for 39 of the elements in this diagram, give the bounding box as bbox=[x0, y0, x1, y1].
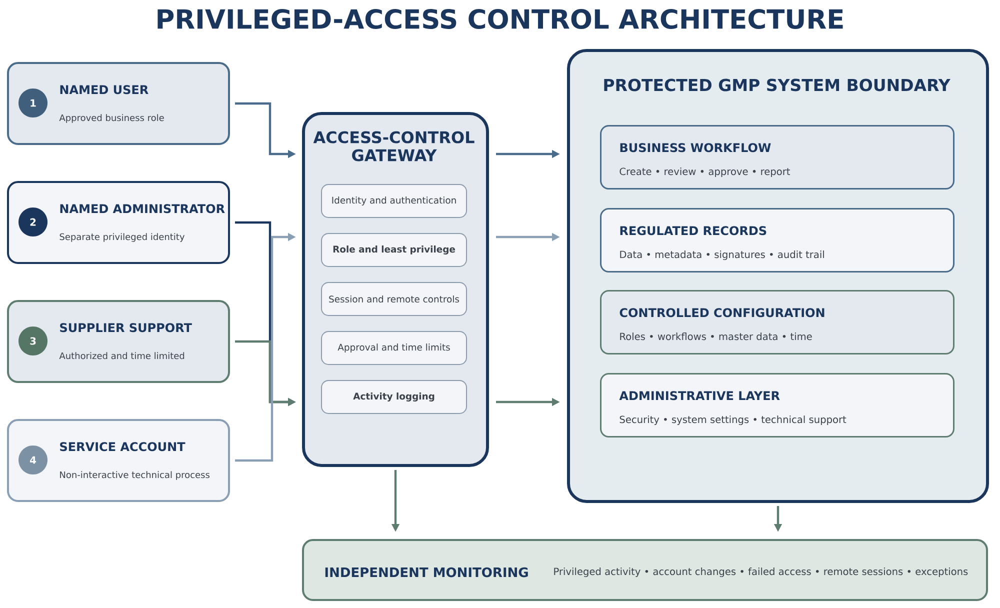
role-card bbox=[7, 181, 230, 264]
control-box: Activity logging bbox=[321, 380, 467, 414]
layer-box bbox=[600, 125, 955, 190]
layer-box bbox=[600, 373, 955, 438]
box-text: Data • metadata • signatures • audit trail bbox=[620, 250, 824, 260]
box-title: ADMINISTRATIVE LAYER bbox=[619, 391, 780, 400]
monitoring-bar bbox=[302, 539, 988, 601]
card-title: SUPPLIER SUPPORT bbox=[60, 323, 192, 332]
box-text: Create • review • approve • report bbox=[620, 168, 790, 178]
card-subtitle: Non-interactive technical process bbox=[60, 471, 210, 480]
card-title: NAMED ADMINISTRATOR bbox=[60, 204, 225, 214]
layer-box bbox=[600, 208, 955, 272]
panel-title: ACCESS-CONTROL GATEWAY bbox=[313, 131, 474, 162]
role-card bbox=[7, 62, 230, 145]
number-badge: 2 bbox=[18, 208, 48, 236]
panel-title: PROTECTED GMP SYSTEM BOUNDARY bbox=[604, 78, 950, 92]
layer-box bbox=[600, 290, 955, 354]
box-title: BUSINESS WORKFLOW bbox=[620, 143, 771, 152]
number-badge: 4 bbox=[18, 446, 48, 474]
box-title: INDEPENDENT MONITORING bbox=[325, 567, 528, 578]
box-title: CONTROLLED CONFIGURATION bbox=[620, 308, 824, 318]
role-card bbox=[7, 300, 230, 383]
box-text: Privileged activity • account changes • failed access • remote sessions • exceptions bbox=[554, 568, 968, 578]
card-title: NAMED USER bbox=[60, 85, 148, 94]
number-badge: 3 bbox=[18, 326, 48, 356]
card-subtitle: Approved business role bbox=[59, 114, 164, 123]
number-badge: 1 bbox=[18, 88, 48, 118]
box-title: REGULATED RECORDS bbox=[620, 226, 766, 236]
control-box: Role and least privilege bbox=[321, 233, 467, 267]
diagram-title: PRIVILEGED-ACCESS CONTROL ARCHITECTURE bbox=[158, 8, 843, 30]
control-box: Identity and authentication bbox=[321, 184, 467, 218]
box-text: Roles • workflows • master data • time bbox=[620, 332, 812, 340]
card-subtitle: Separate privileged identity bbox=[60, 233, 184, 242]
control-box: Session and remote controls bbox=[321, 282, 467, 316]
card-title: SERVICE ACCOUNT bbox=[60, 442, 186, 452]
control-box: Approval and time limits bbox=[321, 331, 467, 365]
card-subtitle: Authorized and time limited bbox=[59, 352, 184, 360]
box-text: Security • system settings • technical support bbox=[620, 416, 846, 426]
role-card bbox=[7, 419, 230, 502]
